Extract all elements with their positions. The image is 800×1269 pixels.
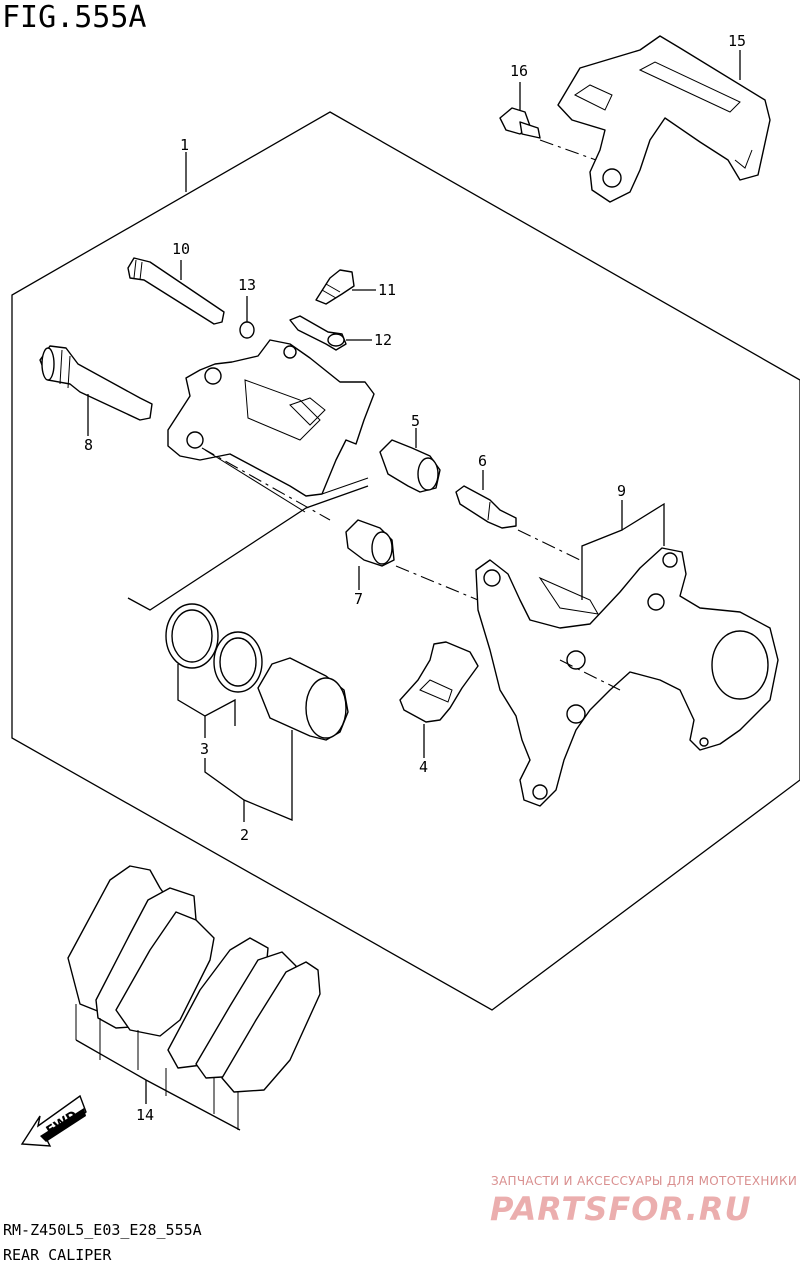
part-10-pin[interactable] <box>127 257 225 325</box>
callout-3: 3 <box>200 740 209 758</box>
figure-title: FIG.555A <box>2 0 147 35</box>
part-3-seals[interactable] <box>165 603 263 693</box>
callout-2: 2 <box>240 826 249 844</box>
model-code: RM-Z450L5_E03_E28_555A <box>3 1221 202 1239</box>
callout-4: 4 <box>419 758 428 776</box>
part-5-boot[interactable] <box>379 439 441 493</box>
callout-1: 1 <box>180 136 189 154</box>
part-16-bolt[interactable] <box>499 107 597 161</box>
part-14-brake-pads[interactable] <box>67 865 321 1130</box>
callout-9: 9 <box>617 482 626 500</box>
callout-labels: 1 2 3 4 5 6 7 8 9 10 11 12 13 14 15 16 <box>84 32 746 1124</box>
callout-7: 7 <box>354 590 363 608</box>
callout-5: 5 <box>411 412 420 430</box>
figure-description: REAR CALIPER <box>3 1246 112 1264</box>
part-9-caliper-bracket[interactable] <box>475 547 779 807</box>
callout-13: 13 <box>238 276 256 294</box>
callout-16: 16 <box>510 62 528 80</box>
watermark-logo[interactable]: PARTSFOR.RU <box>490 1190 752 1228</box>
callout-11: 11 <box>378 281 396 299</box>
part-4-pad-spring[interactable] <box>399 641 479 723</box>
part-7-boot[interactable] <box>345 519 479 601</box>
fwd-arrow-icon: FWD <box>20 1094 87 1147</box>
part-2-piston[interactable] <box>257 657 349 741</box>
callout-12: 12 <box>374 331 392 349</box>
callout-14: 14 <box>136 1106 154 1124</box>
callout-10: 10 <box>172 240 190 258</box>
assembly-group-outline <box>11 111 800 1011</box>
watermark-tagline: ЗАПЧАСТИ И АКСЕССУАРЫ ДЛЯ МОТОТЕХНИКИ <box>491 1174 798 1188</box>
part-13-oring[interactable] <box>239 321 255 339</box>
callout-6: 6 <box>478 452 487 470</box>
part-11-bleeder[interactable] <box>315 269 355 305</box>
caliper-body[interactable] <box>167 339 375 513</box>
callout-15: 15 <box>728 32 746 50</box>
callout-8: 8 <box>84 436 93 454</box>
leader-lines <box>75 50 741 1131</box>
part-12-cap[interactable] <box>289 315 347 351</box>
part-6-pin[interactable] <box>455 485 581 561</box>
part-8-pin-bolt[interactable] <box>39 345 153 421</box>
part-15-bracket[interactable] <box>557 35 771 203</box>
